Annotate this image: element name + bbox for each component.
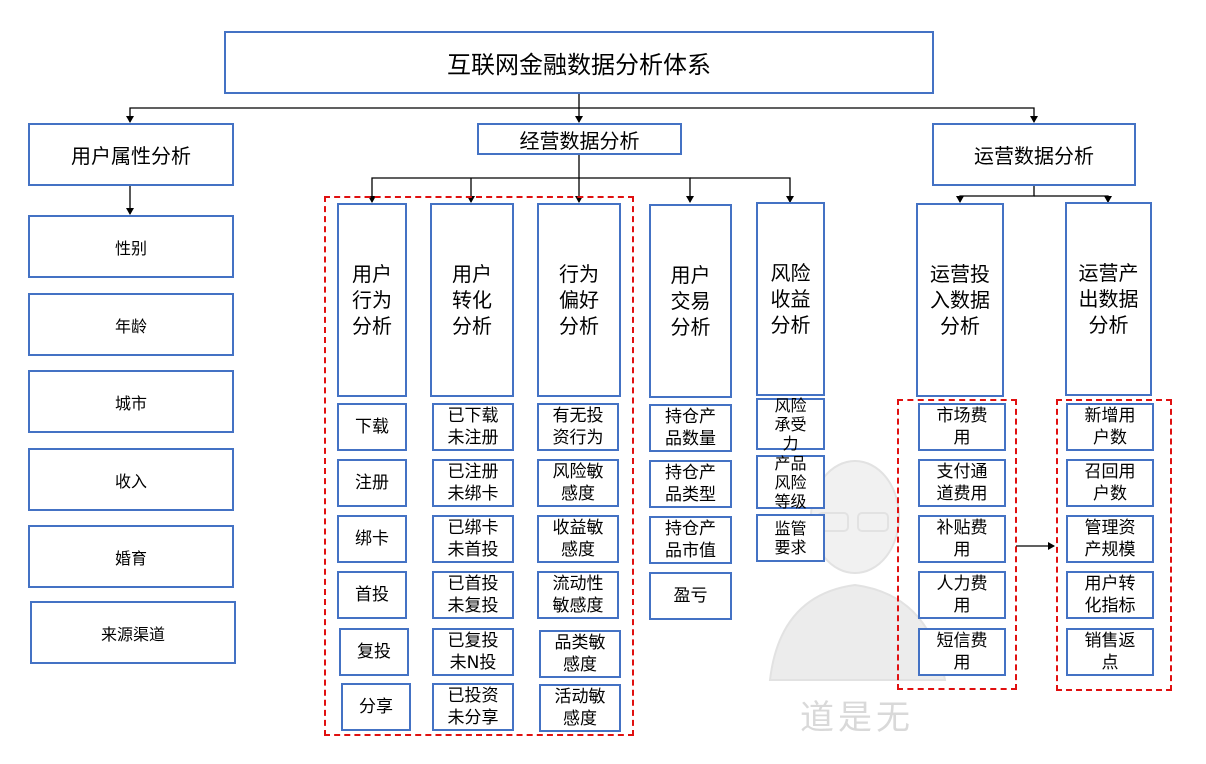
item-conv-6: 已投资 未分享	[432, 683, 514, 731]
category-behavior-preference: 行为 偏好 分析	[537, 203, 621, 397]
user-attr-item-gender: 性别	[28, 215, 234, 278]
category-user-conversion: 用户 转化 分析	[430, 203, 514, 397]
root-title: 互联网金融数据分析体系	[447, 51, 711, 79]
item-trade-4: 盈亏	[649, 572, 732, 620]
item-bind-card: 绑卡	[337, 515, 407, 563]
item-pref-6: 活动敏 感度	[539, 684, 621, 732]
category-user-behavior: 用户 行为 分析	[337, 203, 407, 397]
item-ops-in-2: 支付通 道费用	[918, 459, 1006, 507]
item-pref-3: 收益敏 感度	[537, 515, 619, 563]
item-download: 下载	[337, 403, 407, 451]
item-ops-in-4: 人力费 用	[918, 571, 1006, 619]
item-pref-4: 流动性 敏感度	[537, 571, 619, 619]
item-ops-out-5: 销售返 点	[1066, 628, 1154, 676]
user-attr-item-channel: 来源渠道	[30, 601, 236, 664]
user-attr-item-income: 收入	[28, 448, 234, 511]
connector-root-userattr	[126, 107, 579, 123]
item-trade-3: 持仓产 品市值	[649, 516, 732, 564]
user-attr-box: 用户属性分析	[28, 123, 234, 186]
category-risk-return: 风险 收益 分析	[756, 202, 825, 396]
business-dashed-group	[324, 196, 634, 736]
item-trade-2: 持仓产 品类型	[649, 460, 732, 508]
item-register: 注册	[337, 459, 407, 507]
item-conv-3: 已绑卡 未首投	[432, 515, 514, 563]
item-ops-in-1: 市场费 用	[918, 403, 1006, 451]
item-conv-1: 已下载 未注册	[432, 403, 514, 451]
item-conv-4: 已首投 未复投	[432, 571, 514, 619]
user-attr-item-age: 年龄	[28, 293, 234, 356]
business-box: 经营数据分析	[477, 123, 682, 155]
item-risk-2: 产品 风险 等级	[756, 454, 825, 511]
ops-output-dashed-group	[1056, 399, 1172, 691]
connector-operation-col1	[956, 186, 1035, 203]
category-user-trade: 用户 交易 分析	[649, 204, 732, 398]
item-ops-in-3: 补贴费 用	[918, 515, 1006, 563]
category-ops-input: 运营投 入数据 分析	[916, 203, 1004, 397]
operation-box: 运营数据分析	[932, 123, 1136, 186]
ops-input-dashed-group	[897, 399, 1017, 690]
user-attr-item-city: 城市	[28, 370, 234, 433]
watermark-text: 道是无	[800, 698, 914, 738]
item-share: 分享	[341, 683, 411, 731]
item-ops-out-4: 用户转 化指标	[1066, 571, 1154, 619]
connector-operation-col2	[1034, 195, 1112, 203]
item-risk-1: 风险 承受 力	[756, 396, 825, 453]
item-first-invest: 首投	[337, 571, 407, 619]
item-pref-5: 品类敏 感度	[539, 630, 621, 678]
item-conv-5: 已复投 未N投	[432, 628, 514, 676]
connector-business-col1	[368, 154, 580, 203]
item-pref-2: 风险敏 感度	[537, 459, 619, 507]
connector-root-operation	[579, 107, 1038, 123]
item-ops-in-5: 短信费 用	[918, 628, 1006, 676]
user-attr-item-marriage: 婚育	[28, 525, 234, 588]
item-ops-out-2: 召回用 户数	[1066, 459, 1154, 507]
item-ops-out-3: 管理资 产规模	[1066, 515, 1154, 563]
item-risk-3: 监管 要求	[756, 514, 825, 562]
item-trade-1: 持仓产 品数量	[649, 404, 732, 452]
item-reinvest: 复投	[339, 628, 409, 676]
item-conv-2: 已注册 未绑卡	[432, 459, 514, 507]
root-title-box: 互联网金融数据分析体系	[224, 31, 934, 94]
item-ops-out-1: 新增用 户数	[1066, 403, 1154, 451]
item-pref-1: 有无投 资行为	[537, 403, 619, 451]
category-ops-output: 运营产 出数据 分析	[1065, 202, 1152, 396]
connector-business-col5	[690, 177, 794, 203]
